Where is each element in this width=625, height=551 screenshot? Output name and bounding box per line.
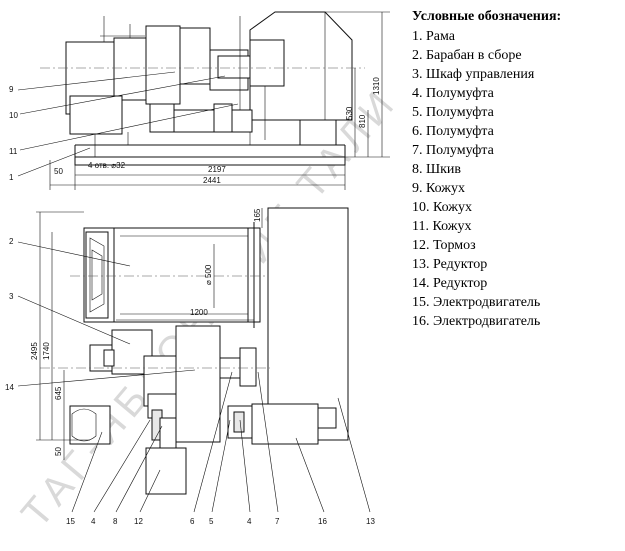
dim-width-low: 645 (54, 386, 63, 400)
callout-7: 7 (275, 517, 280, 526)
legend-item: 1. Рама (412, 29, 455, 44)
dim-offset-50: 50 (54, 167, 63, 176)
callout-2: 2 (9, 237, 14, 246)
legend-list: 1. Рама 2. Барабан в сборе 3. Шкаф управ… (412, 27, 622, 331)
legend-item: 3. Шкаф управления (412, 67, 535, 82)
legend-item: 6. Полумуфта (412, 124, 494, 139)
motor-15 (69, 405, 111, 445)
legend-item: 10. Кожух (412, 200, 472, 215)
legend-item: 9. Кожух (412, 181, 465, 196)
callout-3: 3 (9, 292, 14, 301)
legend-title: Условные обозначения: (412, 9, 562, 24)
callout-10: 10 (9, 111, 18, 120)
callout-4-right: 4 (247, 517, 252, 526)
legend-item: 11. Кожух (412, 219, 472, 234)
dim-overall-length: 2441 (203, 176, 221, 185)
callout-9: 9 (9, 85, 14, 94)
callout-11: 11 (9, 147, 18, 156)
callout-13: 13 (366, 517, 375, 526)
dim-frame-length: 2197 (208, 165, 226, 174)
callout-15: 15 (66, 517, 75, 526)
gearbox-13 (267, 207, 349, 441)
callout-8: 8 (113, 517, 118, 526)
dim-bottom-offset: 50 (54, 447, 63, 456)
callout-1: 1 (9, 173, 14, 182)
legend-item: 13. Редуктор (412, 257, 488, 272)
legend: Условные обозначения: 1. Рама 2. Барабан… (412, 8, 622, 331)
dim-width-mid: 1740 (42, 342, 51, 360)
frame-base (74, 156, 346, 166)
dim-holes: 4 отв. ⌀32 (88, 161, 126, 170)
legend-item: 16. Электродвигатель (412, 314, 541, 329)
legend-item: 7. Полумуфта (412, 143, 494, 158)
legend-item: 8. Шкив (412, 162, 462, 177)
callout-12: 12 (134, 517, 143, 526)
dim-top-offset: 165 (253, 208, 262, 222)
motor-16 (251, 403, 319, 445)
legend-item: 4. Полумуфта (412, 86, 494, 101)
dim-drum-length: 1200 (190, 308, 208, 317)
legend-item: 15. Электродвигатель (412, 295, 541, 310)
cover-10 (145, 25, 181, 105)
legend-item: 12. Тормоз (412, 238, 476, 253)
cover-11 (69, 95, 123, 135)
drum-assembly (83, 227, 261, 323)
side-view: 2197 2441 50 4 отв. ⌀32 530 810 1310 9 1… (9, 11, 390, 190)
callout-6: 6 (190, 517, 195, 526)
gearbox-14 (175, 325, 221, 443)
plan-view: 1200 ⌀ 500 165 2495 1740 (5, 207, 375, 526)
dim-width-total: 2495 (30, 342, 39, 360)
legend-item: 14. Редуктор (412, 276, 488, 291)
dim-height-530: 530 (345, 106, 354, 120)
callout-5: 5 (209, 517, 214, 526)
callout-4-left: 4 (91, 517, 96, 526)
dim-height-1310: 1310 (372, 77, 381, 95)
legend-item: 5. Полумуфта (412, 105, 494, 120)
callout-14: 14 (5, 383, 14, 392)
callout-16: 16 (318, 517, 327, 526)
brake-12 (145, 447, 187, 495)
dim-height-810: 810 (358, 114, 367, 128)
dim-drum-dia: ⌀ 500 (204, 264, 213, 285)
legend-item: 2. Барабан в сборе (412, 48, 522, 63)
